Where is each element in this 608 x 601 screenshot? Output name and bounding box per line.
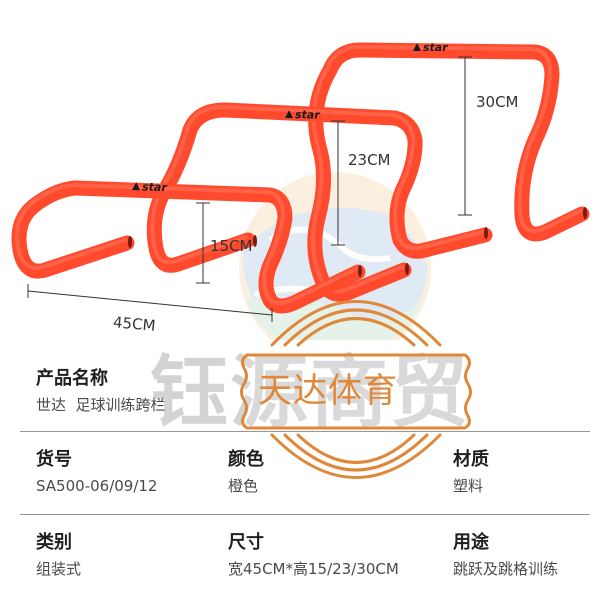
divider [20,431,590,432]
hurdles-illustration: star star star [11,41,590,340]
spec-cell-material: 材质 塑料 [453,449,489,496]
hurdle-small [11,180,366,314]
spec-cell-item-number: 货号 SA500-06/09/12 [36,449,157,496]
dimension-label-30cm: 30CM [476,93,519,111]
spec-label: 尺寸 [228,532,264,553]
spec-cell-size: 尺寸 宽45CM*高15/23/30CM [228,532,399,579]
divider [20,514,590,515]
spec-value: 橙色 [228,477,259,495]
hurdle-medium [146,102,493,273]
dimension-label-15cm: 15CM [210,237,253,255]
spec-label: 产品名称 [36,368,108,389]
hurdle-large [307,42,590,302]
dimension-label-45cm: 45CM [112,313,157,335]
spec-value: 跳跃及跳格训练 [453,560,559,578]
spec-value: 塑料 [453,477,484,495]
product-image: star star star [11,41,590,340]
spec-value: 宽45CM*高15/23/30CM [228,560,399,578]
svg-text:star: star [295,108,320,121]
svg-text:star: star [423,41,448,54]
spec-value: 组装式 [36,560,82,578]
spec-table: 产品名称 世达 足球训练跨栏 货号 SA500-06/09/12 颜色 橙色 材… [0,340,608,601]
svg-text:star: star [142,180,168,194]
spec-cell-color: 颜色 橙色 [228,449,264,496]
dimension-label-23cm: 23CM [348,151,391,169]
dimension-lines [27,56,472,322]
tube-end-caps [128,207,587,277]
spec-label: 颜色 [228,449,264,470]
spec-cell-category: 类别 组装式 [36,532,81,579]
spec-value: 世达 足球训练跨栏 [36,396,166,414]
spec-label: 用途 [453,532,489,553]
star-logo-icon: star star star [132,41,448,194]
spec-label: 材质 [453,449,489,470]
spec-cell-product-name: 产品名称 世达 足球训练跨栏 [36,368,166,415]
spec-label: 类别 [36,532,72,553]
spec-value: SA500-06/09/12 [36,477,158,495]
spec-label: 货号 [36,449,72,470]
spec-cell-purpose: 用途 跳跃及跳格训练 [453,532,558,579]
